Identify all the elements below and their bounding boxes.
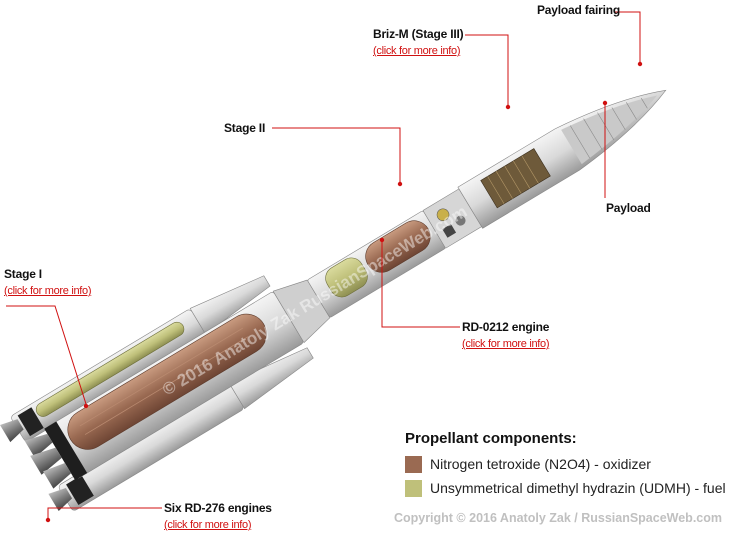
legend-title: Propellant components:	[405, 430, 577, 447]
link-stage-i[interactable]: (click for more info)	[4, 285, 92, 297]
stage-i-core	[44, 292, 304, 481]
legend-item-label: Unsymmetrical dimethyl hydrazin (UDMH) -…	[430, 480, 726, 496]
leader-stage-ii	[272, 127, 401, 182]
label-rd276: Six RD-276 engines	[164, 501, 272, 515]
payload-fairing	[457, 89, 667, 229]
legend-item-label: Nitrogen tetroxide (N2O4) - oxidizer	[430, 456, 651, 472]
stage-i-oxidizer-tank	[67, 313, 267, 450]
booster-fuel-tank	[35, 321, 185, 417]
interstage	[272, 279, 331, 344]
copyright-notice: Copyright © 2016 Anatoly Zak / RussianSp…	[393, 511, 722, 525]
link-rd0212[interactable]: (click for more info)	[462, 338, 550, 350]
leader-briz-m	[465, 34, 509, 105]
leader-lines	[6, 11, 641, 518]
propellant-legend: Propellant components: Nitrogen tetroxid…	[405, 430, 726, 500]
watermark: © 2016 Anatoly Zak RussianSpaceWeb.com	[159, 202, 470, 399]
leader-rd276	[47, 507, 162, 518]
leader-rd0212	[381, 242, 460, 328]
stage-i-booster-lower	[58, 347, 314, 511]
stage-ii-fuel-tank	[325, 257, 368, 298]
label-payload: Payload	[606, 201, 651, 215]
label-payload-fairing: Payload fairing	[537, 3, 621, 17]
stage-iii-briz-m	[422, 188, 483, 249]
fuel-swatch	[405, 479, 422, 497]
label-stage-i: Stage I	[4, 267, 42, 281]
legend-item-fuel: Unsymmetrical dimethyl hydrazin (UDMH) -…	[405, 476, 726, 500]
label-stage-ii: Stage II	[224, 121, 266, 135]
stage-i-booster-upper	[11, 275, 271, 442]
leader-stage-i	[6, 305, 87, 405]
legend-item-oxidizer: Nitrogen tetroxide (N2O4) - oxidizer	[405, 452, 726, 476]
payload	[480, 148, 551, 209]
link-rd276[interactable]: (click for more info)	[164, 519, 252, 531]
label-rd0212: RD-0212 engine	[462, 320, 550, 334]
leader-payload-fairing	[615, 11, 641, 62]
oxidizer-swatch	[405, 455, 422, 473]
link-briz-m[interactable]: (click for more info)	[373, 45, 461, 57]
label-briz-m: Briz-M (Stage III)	[373, 27, 464, 41]
rd-276-engines	[0, 419, 73, 512]
